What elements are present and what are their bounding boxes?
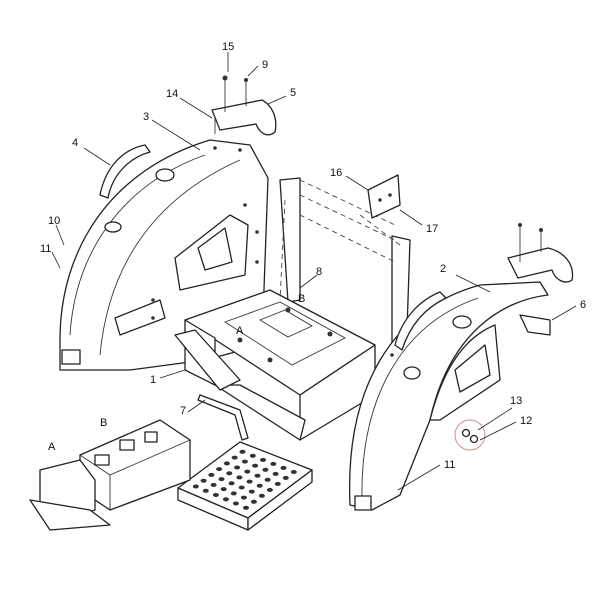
mat-hole — [228, 481, 235, 486]
callout-a-upper: A — [236, 325, 244, 337]
mat-hole — [272, 471, 279, 476]
mat-hole — [266, 487, 273, 492]
mat-hole — [223, 461, 230, 466]
mat-hole — [230, 491, 237, 496]
mat-hole — [232, 501, 239, 506]
mat-hole — [262, 467, 269, 472]
right-mount-bracket — [507, 223, 574, 283]
callout-6: 6 — [580, 299, 586, 311]
callout-a-lower: A — [48, 441, 56, 453]
mat-hole — [220, 487, 227, 492]
callout-10: 10 — [48, 215, 60, 227]
callout-1: 1 — [150, 374, 156, 386]
callout-14: 14 — [166, 88, 178, 100]
upper-bracket — [367, 174, 401, 219]
mat-hole — [231, 455, 238, 460]
callout-4: 4 — [72, 137, 78, 149]
callout-7: 7 — [180, 405, 186, 417]
mat-hole — [249, 453, 256, 458]
callout-12: 12 — [520, 415, 532, 427]
mat-hole — [216, 467, 223, 472]
callout-8: 8 — [316, 266, 322, 278]
mat-hole — [246, 479, 253, 484]
mat-hole — [192, 484, 199, 489]
mat-hole — [264, 477, 271, 482]
leader-lines — [51, 52, 577, 491]
callout-b-lower: B — [100, 417, 107, 429]
callout-labels: 15 9 14 5 3 4 16 17 10 11 8 B A 2 6 1 7 … — [40, 41, 586, 471]
callout-16: 16 — [330, 167, 342, 179]
mat-hole — [243, 505, 249, 510]
mat-hole — [290, 470, 297, 474]
mat-hole — [226, 471, 233, 476]
callout-13: 13 — [510, 395, 522, 407]
mat-hole — [270, 461, 277, 466]
left-mount-bracket — [211, 99, 277, 136]
mat-hole — [234, 465, 241, 470]
callout-2: 2 — [440, 263, 446, 275]
mat-hole — [258, 493, 265, 498]
valve-assembly — [29, 419, 191, 531]
callout-17: 17 — [426, 223, 438, 235]
mat-hole — [202, 488, 209, 493]
mat-hole — [248, 489, 255, 494]
mat-hole — [222, 497, 229, 502]
callout-9: 9 — [262, 59, 268, 71]
mat-hole — [252, 463, 259, 468]
mat-hole — [254, 473, 261, 478]
callout-11-right: 11 — [444, 459, 455, 471]
callout-b-upper: B — [298, 293, 305, 305]
callout-5: 5 — [290, 87, 296, 99]
mat-hole — [282, 475, 289, 480]
mat-hole — [210, 482, 217, 487]
mat-hole — [244, 469, 251, 474]
mat-hole — [238, 485, 245, 490]
floor-platform — [184, 289, 376, 441]
floor-mat — [177, 441, 313, 531]
callout-3: 3 — [143, 111, 149, 123]
mat-hole — [274, 481, 281, 486]
left-bolts — [214, 75, 248, 134]
mat-hole — [280, 465, 287, 470]
callout-15: 15 — [222, 41, 234, 53]
mat-hole — [200, 478, 207, 483]
mat-hole — [241, 459, 248, 464]
mat-hole — [208, 472, 215, 477]
hardware-12-13 — [454, 419, 486, 451]
mat-hole — [239, 449, 246, 454]
left-grab-handle — [99, 144, 151, 199]
shift-lever — [197, 394, 249, 441]
front-cover — [174, 329, 241, 391]
callout-11-left: 11 — [40, 243, 51, 255]
mat-hole — [240, 495, 247, 500]
mat-hole — [256, 483, 263, 488]
mat-hole — [260, 457, 266, 462]
right-grab-handle — [394, 291, 447, 351]
mat-hole — [250, 499, 257, 504]
mat-hole — [218, 477, 225, 482]
mat-hole — [236, 475, 243, 480]
mat-hole — [212, 493, 219, 497]
right-side-bracket — [519, 314, 551, 336]
